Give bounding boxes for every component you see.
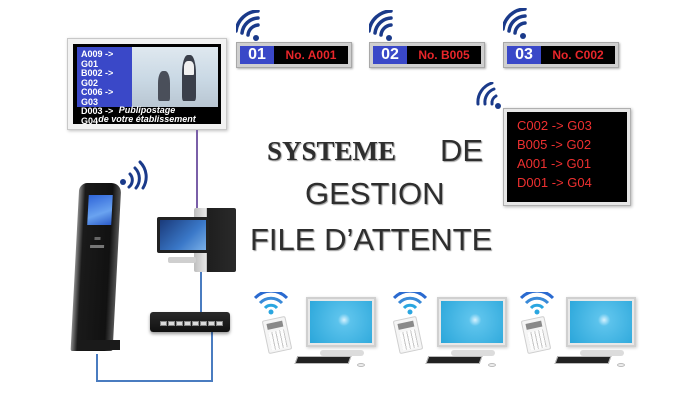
board-row: D001 -> G04 [517, 175, 592, 190]
workstation-screen [570, 301, 632, 343]
workstation-keyboard [425, 356, 483, 364]
wifi-icon [503, 8, 527, 39]
cable-kiosk-up [96, 354, 98, 382]
call-keypad [261, 315, 293, 355]
switch-port [160, 321, 167, 326]
hiker-shirt [184, 61, 194, 75]
counter-display-02: 02 No. B005 [369, 42, 485, 68]
counter-number: 01 [240, 46, 274, 64]
wifi-icon [236, 10, 260, 41]
pc-monitor-screen [160, 220, 206, 250]
cable-switch-down [211, 326, 213, 382]
counter-display-01: 01 No. A001 [236, 42, 352, 68]
keypad-lcd [525, 320, 543, 330]
keypad-lcd [397, 320, 415, 330]
kiosk-base [80, 340, 120, 350]
wifi-icon [476, 82, 501, 109]
workstation-monitor [566, 297, 636, 347]
display-queue-row: B002 -> G02 [81, 68, 114, 88]
title-file-attente: FILE D’ATTENTE [250, 222, 493, 257]
counter-display-03: 03 No. C002 [503, 42, 619, 68]
keypad-keys [268, 329, 288, 351]
workstation-screen [441, 301, 503, 343]
display-monitor-screen: A009 -> G01 B002 -> G02 C006 -> G03 D003… [73, 44, 221, 124]
switch-port [184, 321, 191, 326]
advertising-photo [132, 47, 218, 107]
wifi-icon [393, 292, 427, 315]
keypad-lcd [266, 320, 284, 330]
cable-kiosk-bottom [96, 380, 213, 382]
workstation-monitor [306, 297, 376, 347]
switch-port [216, 321, 223, 326]
board-row: A001 -> G01 [517, 156, 592, 171]
switch-port [192, 321, 199, 326]
switch-port [208, 321, 215, 326]
switch-port [176, 321, 183, 326]
workstation-stand [320, 350, 364, 356]
counter-number: 02 [373, 46, 407, 64]
counter-ticket: No. A001 [274, 46, 348, 64]
workstation-keyboard [554, 356, 612, 364]
ad-caption-line2: de votre établissement [98, 114, 196, 124]
hiker-woman [158, 71, 170, 101]
workstation-stand [451, 350, 495, 356]
wifi-icon [254, 292, 288, 315]
call-keypad [520, 315, 552, 355]
board-row: C002 -> G03 [517, 118, 592, 133]
switch-port [168, 321, 175, 326]
board-row: B005 -> G02 [517, 137, 592, 152]
network-switch [150, 312, 230, 332]
display-queue-row: C006 -> G03 [81, 87, 114, 107]
ad-caption-line1: Publipostage [118, 105, 176, 115]
main-queue-board-screen: C002 -> G03 B005 -> G02 A001 -> G01 D001… [507, 112, 627, 202]
counter-number: 03 [507, 46, 541, 64]
display-queue-row: D003 -> G04 [81, 106, 114, 124]
keypad-keys [399, 329, 419, 351]
main-queue-board: C002 -> G03 B005 -> G02 A001 -> G01 D001… [503, 108, 631, 206]
workstation-mouse [357, 363, 365, 367]
workstation-mouse [488, 363, 496, 367]
call-keypad [392, 315, 424, 355]
counter-ticket: No. C002 [541, 46, 615, 64]
keypad-keys [527, 329, 547, 351]
wifi-icon [120, 160, 148, 190]
cable-pc-to-switch [200, 270, 202, 318]
switch-port [200, 321, 207, 326]
workstation-screen [310, 301, 372, 343]
workstation-keyboard [294, 356, 352, 364]
title-gestion: GESTION [305, 176, 445, 211]
title-systeme: SYSTEME [267, 136, 397, 166]
display-monitor: A009 -> G01 B002 -> G02 C006 -> G03 D003… [67, 38, 227, 130]
ticket-kiosk [70, 183, 122, 351]
cable-display-to-pc [196, 130, 198, 218]
display-queue-list: A009 -> G01 B002 -> G02 C006 -> G03 D003… [77, 47, 132, 124]
kiosk-button [94, 237, 101, 240]
title-de: DE [440, 133, 484, 168]
wifi-icon [369, 10, 393, 41]
kiosk-ticket-slot [89, 245, 105, 248]
workstation-mouse [617, 363, 625, 367]
workstation-stand [580, 350, 624, 356]
workstation-monitor [437, 297, 507, 347]
counter-ticket: No. B005 [407, 46, 481, 64]
display-queue-row: A009 -> G01 [81, 49, 114, 69]
pc-monitor [157, 217, 209, 253]
kiosk-screen [87, 195, 113, 225]
advertising-caption: Publipostage de votre établissement [73, 106, 221, 124]
wifi-icon [520, 292, 554, 315]
pc-monitor-stand [168, 257, 196, 263]
